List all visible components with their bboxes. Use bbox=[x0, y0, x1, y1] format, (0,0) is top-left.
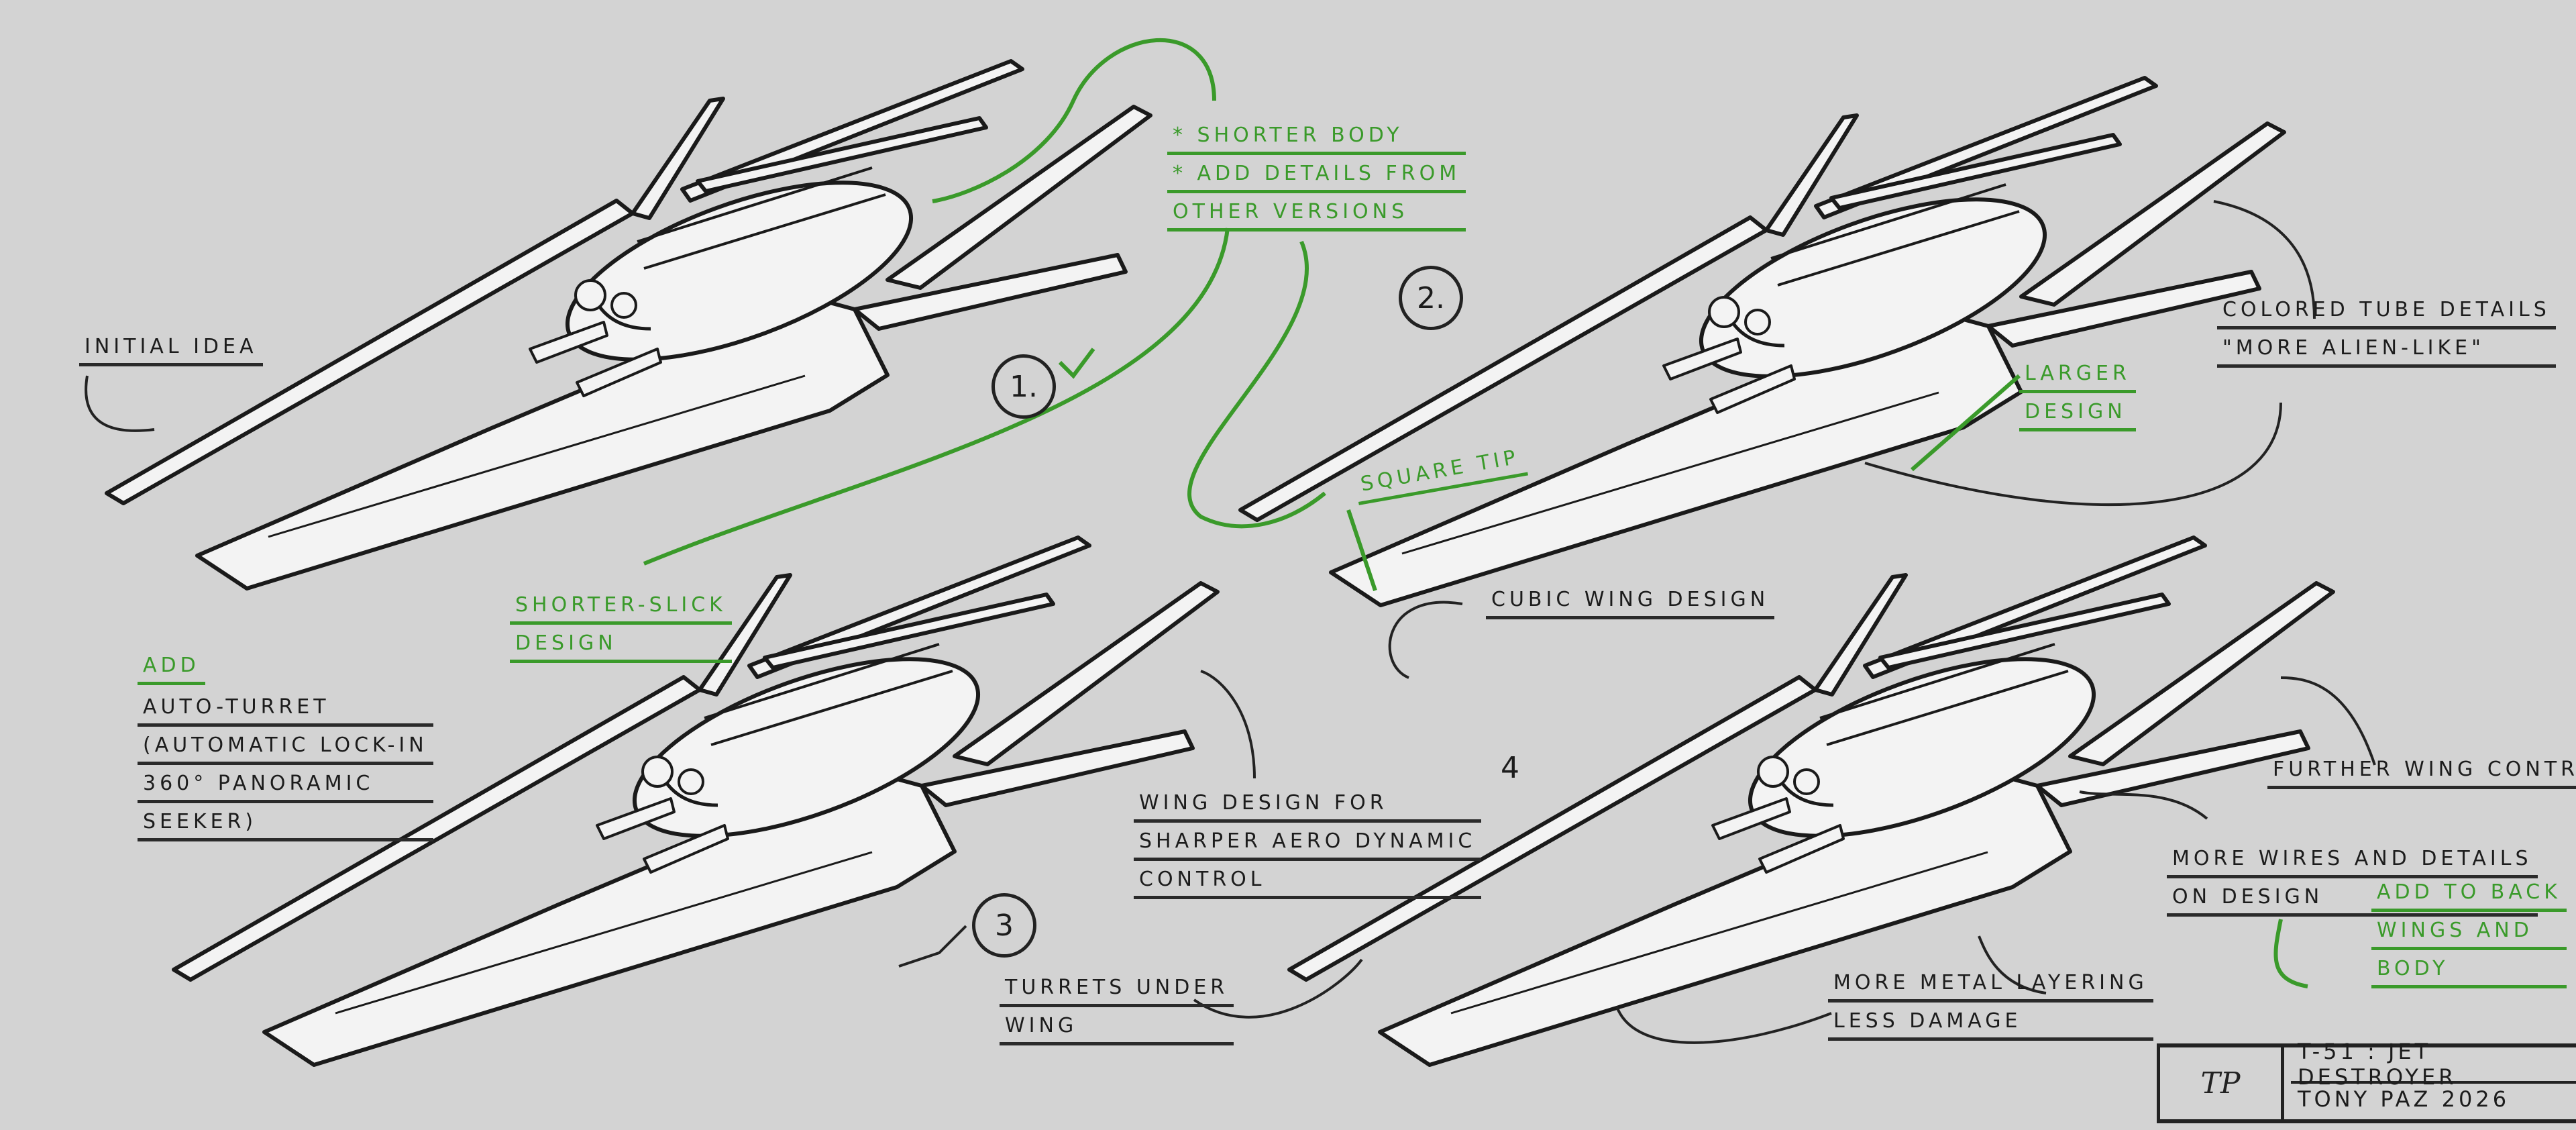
drawing-title: T-51 : JET DESTROYER bbox=[2291, 1039, 2576, 1090]
note-initial-idea: INITIAL IDEA bbox=[79, 332, 263, 370]
title-block: TP T-51 : JET DESTROYER TONY PAZ 2026 bbox=[2157, 1039, 2576, 1123]
note-colored-tube: COLORED TUBE DETAILS "MORE ALIEN-LIKE" bbox=[2217, 295, 2556, 372]
version-number-2: 2. bbox=[1399, 266, 1463, 330]
note-further-wing: FURTHER WING CONTROL bbox=[2267, 755, 2576, 793]
note-revision: * SHORTER BODY * ADD DETAILS FROM OTHER … bbox=[1167, 121, 1466, 236]
green-arrows bbox=[643, 38, 2308, 988]
version-number-3: 3 bbox=[972, 893, 1036, 958]
note-more-wires: MORE WIRES AND DETAILS ON DESIGN bbox=[2167, 844, 2538, 921]
author-year: TONY PAZ 2026 bbox=[2298, 1086, 2510, 1112]
black-arrows bbox=[85, 200, 2376, 1044]
note-add-back: ADD TO BACK WINGS AND BODY bbox=[2371, 878, 2567, 992]
note-auto-turret: AUTO-TURRET (AUTOMATIC LOCK-IN 360° PANO… bbox=[138, 692, 433, 845]
note-turrets-under: TURRETS UNDER WING bbox=[1000, 973, 1234, 1049]
version-number-1: 1. bbox=[991, 354, 1056, 419]
note-metal-layering: MORE METAL LAYERING LESS DAMAGE bbox=[1828, 968, 2153, 1045]
note-cubic-wing: CUBIC WING DESIGN bbox=[1486, 585, 1775, 623]
version-number-4: 4 bbox=[1501, 750, 1519, 785]
signature: TP bbox=[2157, 1047, 2284, 1119]
note-larger-design: LARGER DESIGN bbox=[2019, 359, 2136, 435]
note-add: ADD bbox=[138, 651, 205, 689]
note-shorter-slick: SHORTER-SLICK DESIGN bbox=[510, 590, 732, 667]
note-wing-design: WING DESIGN FOR SHARPER AERO DYNAMIC CON… bbox=[1134, 788, 1482, 903]
ship-sketch-1 bbox=[107, 61, 1150, 588]
